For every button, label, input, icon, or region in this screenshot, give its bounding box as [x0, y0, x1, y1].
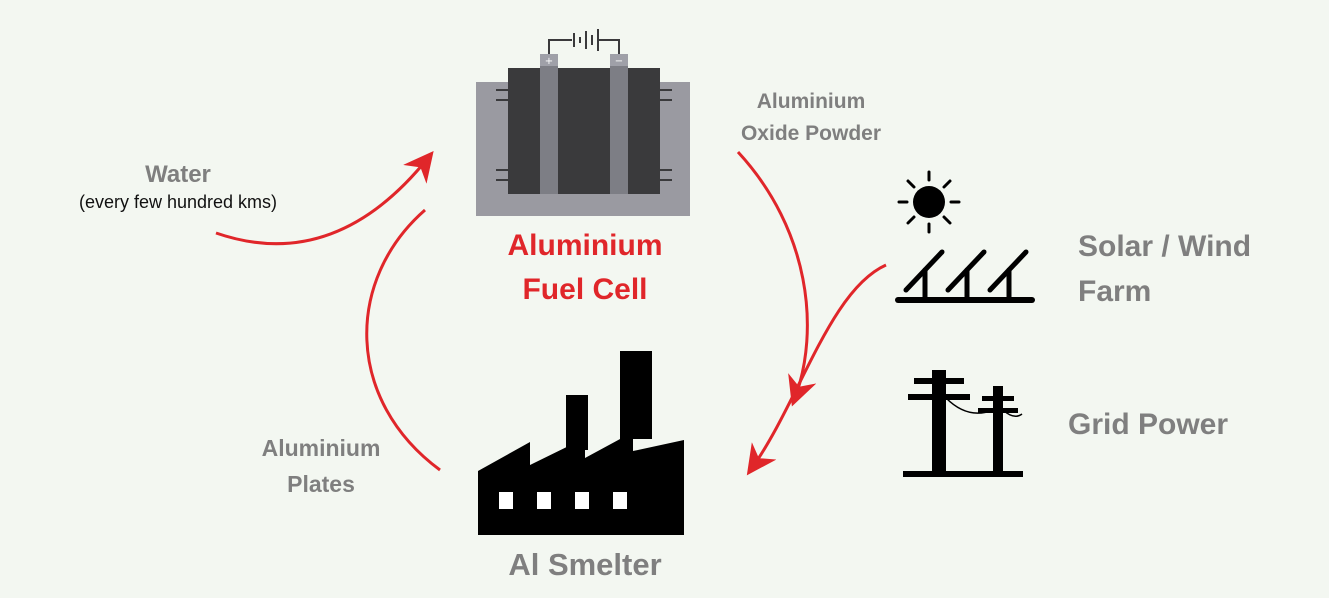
sun-icon	[897, 170, 961, 234]
smelter-label: Al Smelter	[508, 547, 662, 582]
water-arrow	[215, 150, 434, 246]
aluminium-plates-label: Aluminium Plates	[236, 430, 406, 502]
svg-text:+: +	[545, 56, 553, 67]
oxide-label-line2: Oxide Powder	[740, 122, 882, 145]
plates-arrow	[365, 208, 441, 472]
fuel-cell-label-line2: Fuel Cell	[522, 273, 648, 306]
water-note: (every few hundred kms)	[78, 192, 278, 212]
water-title: Water	[145, 161, 211, 188]
plates-label-line1: Aluminium	[261, 435, 381, 461]
oxide-arrow	[736, 150, 817, 407]
fuel-cell-label-line1: Aluminium	[507, 229, 663, 262]
solar-label-line2: Farm	[1078, 275, 1152, 308]
svg-text:−: −	[615, 56, 623, 67]
plates-label-line2: Plates	[287, 471, 355, 497]
oxide-powder-label: Aluminium Oxide Powder	[716, 86, 906, 150]
battery-tank-icon: + −	[476, 29, 690, 216]
grid-power-label: Grid Power	[1068, 408, 1229, 441]
fuel-cell-label: Aluminium Fuel Cell	[460, 224, 710, 312]
factory-icon	[478, 351, 684, 535]
solar-panel-icon	[895, 249, 1035, 303]
solar-label-line1: Solar / Wind	[1078, 230, 1252, 263]
energy-arrow	[746, 263, 887, 476]
oxide-label-line1: Aluminium	[756, 90, 866, 113]
power-pole-icon	[903, 370, 1023, 477]
water-label: Water (every few hundred kms)	[48, 160, 308, 214]
solar-wind-label: Solar / Wind Farm	[1078, 224, 1251, 314]
